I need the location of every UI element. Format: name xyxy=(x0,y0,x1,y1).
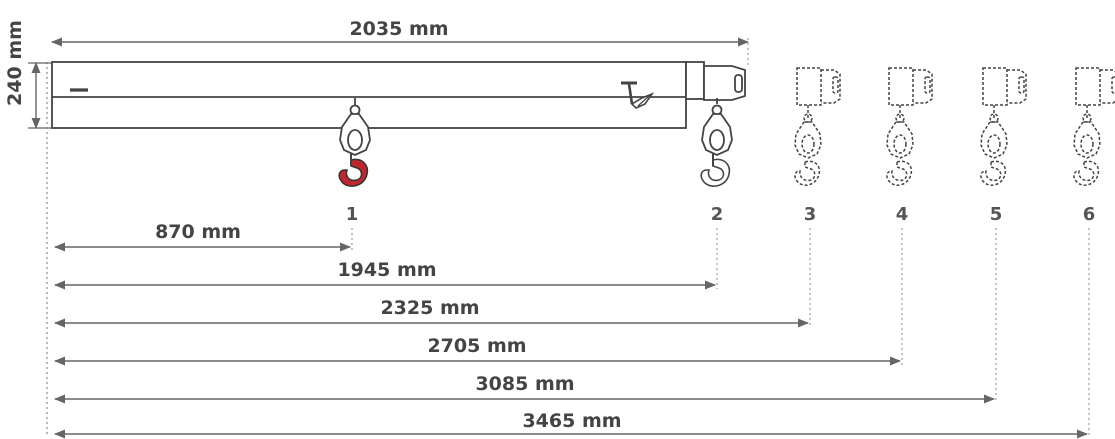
position-number-1: 1 xyxy=(346,204,359,225)
beam-length-label: 2035 mm xyxy=(349,18,448,40)
hook-2-icon xyxy=(700,158,731,187)
distance-label-5: 3085 mm xyxy=(475,373,574,395)
distance-label-4: 2705 mm xyxy=(427,335,526,357)
distance-label-3: 2325 mm xyxy=(380,297,479,319)
position-number-3: 3 xyxy=(804,204,817,225)
hook-1 xyxy=(338,98,371,187)
position-number-5: 5 xyxy=(990,204,1003,225)
ghost-hook-6 xyxy=(1073,67,1115,186)
distance-dim-3: 2325 mm xyxy=(53,228,811,328)
ghost-hook-4 xyxy=(886,67,933,186)
hook-2 xyxy=(700,98,733,187)
beam-height-dimension: 240 mm xyxy=(4,20,52,130)
jib-beam xyxy=(51,61,746,129)
distance-label-1: 870 mm xyxy=(155,221,241,243)
distance-label-2: 1945 mm xyxy=(337,259,436,281)
distance-dim-2: 1945 mm xyxy=(53,228,718,290)
beam-height-label: 240 mm xyxy=(4,20,26,106)
position-number-4: 4 xyxy=(896,204,909,225)
distance-label-6: 3465 mm xyxy=(522,410,621,432)
distance-dim-1: 870 mm xyxy=(53,221,353,252)
distance-dim-4: 2705 mm xyxy=(53,228,903,366)
distance-dim-6: 3465 mm xyxy=(53,228,1090,439)
position-number-6: 6 xyxy=(1083,204,1096,225)
distance-dim-5: 3085 mm xyxy=(53,228,997,404)
red-hook-icon xyxy=(338,158,369,187)
position-number-2: 2 xyxy=(711,204,724,225)
ghost-hook-3 xyxy=(794,67,841,186)
beam-length-dimension: 2035 mm xyxy=(50,18,750,66)
ghost-hook-5 xyxy=(980,67,1027,186)
